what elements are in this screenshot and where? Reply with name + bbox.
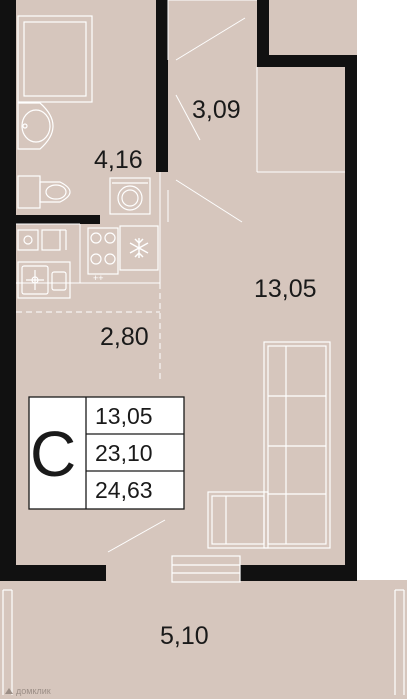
room-area-corridor: 3,09 [192, 96, 241, 124]
room-area-bathroom: 4,16 [94, 146, 143, 174]
unit-total-with-balcony: 24,63 [95, 477, 153, 503]
unit-info-card: С 13,05 23,10 24,63 [28, 396, 185, 510]
toilet-icon [17, 175, 71, 209]
door-corridor [175, 17, 246, 61]
walls [0, 0, 357, 581]
door-corridor-2 [175, 94, 201, 141]
watermark-text: домклик [16, 686, 51, 696]
wall-bottom-right [240, 565, 357, 581]
watermark: домклик [5, 686, 51, 696]
wall-bath-right [156, 0, 168, 172]
stove-icon: ++ [87, 227, 119, 283]
fridge-icon [119, 225, 159, 271]
kitchen-dashes [16, 283, 161, 380]
wall-right-lower [345, 55, 357, 580]
room-area-living: 13,05 [254, 275, 317, 303]
door-balcony [107, 519, 166, 553]
small-cabinet-icon [17, 229, 67, 251]
wall-right-upper [257, 0, 269, 66]
balcony-railing [2, 589, 405, 695]
wall-bath-bottom [16, 215, 100, 224]
steps-icon [171, 555, 241, 583]
unit-type-letter: С [30, 418, 76, 490]
sink-icon [17, 102, 54, 150]
sofa-icon [207, 341, 331, 549]
kitchen-sink-icon [17, 261, 71, 299]
room-area-balcony: 5,10 [160, 622, 209, 650]
partitions [16, 0, 345, 553]
unit-total-area: 23,10 [95, 440, 153, 466]
watermark-logo-icon [5, 688, 13, 694]
door-living [175, 179, 243, 223]
bathtub-icon [17, 15, 93, 103]
wall-left [0, 0, 16, 580]
info-card-frame [28, 396, 185, 510]
wall-right-step [257, 55, 357, 67]
washing-machine-icon [109, 177, 151, 215]
svg-text:++: ++ [93, 273, 104, 283]
unit-living-area: 13,05 [95, 403, 153, 429]
wall-bottom-left [0, 565, 106, 581]
floor-balcony [0, 580, 407, 699]
room-area-kitchen: 2,80 [100, 323, 149, 351]
